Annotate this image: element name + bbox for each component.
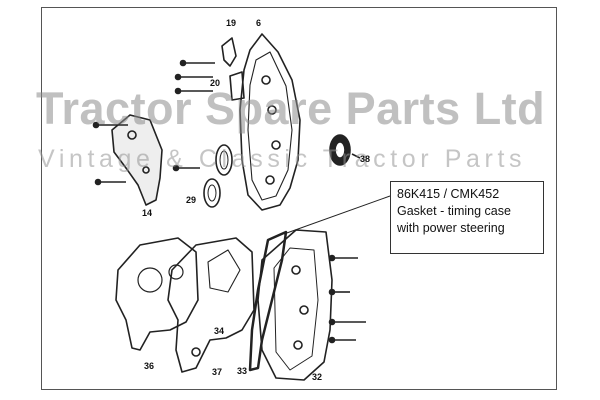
seal-ring: [215, 144, 233, 176]
part-label-32: 32: [312, 372, 323, 382]
part-label-38: 38: [360, 154, 371, 164]
part-label-6: 6: [256, 18, 262, 28]
part-label-33: 33: [237, 366, 248, 376]
part-37-gasket: [167, 237, 255, 373]
part-label-20: 20: [210, 78, 221, 88]
bolt-set-upper: [174, 59, 215, 95]
callout-leader: [283, 195, 391, 235]
part-label-36: 36: [144, 361, 155, 371]
part-label-29: 29: [186, 195, 197, 205]
callout-line-1: Gasket - timing case: [397, 204, 511, 218]
watermark-title: Tractor Spare Parts Ltd: [36, 83, 546, 134]
part-29-seal: [203, 178, 221, 208]
part-label-14: 14: [142, 208, 153, 218]
part-label-34: 34: [214, 326, 225, 336]
part-label-37: 37: [212, 367, 223, 377]
bolt-set-right: [328, 254, 366, 344]
part-20-bracket: [229, 71, 245, 101]
part-14-bracket: [111, 114, 163, 206]
part-32-timing-case: [257, 229, 333, 381]
callout-part-numbers: 86K415 / CMK452: [397, 187, 500, 201]
part-callout-box: 86K415 / CMK452 Gasket - timing case wit…: [390, 181, 544, 254]
part-label-19: 19: [226, 18, 237, 28]
part-33-gasket-edge: [248, 230, 288, 372]
part-19-plate: [221, 37, 237, 67]
watermark-subtitle: Vintage & Classic Tractor Parts: [38, 145, 527, 173]
part-6-cover: [239, 33, 301, 211]
callout-line-2: with power steering: [397, 221, 505, 235]
